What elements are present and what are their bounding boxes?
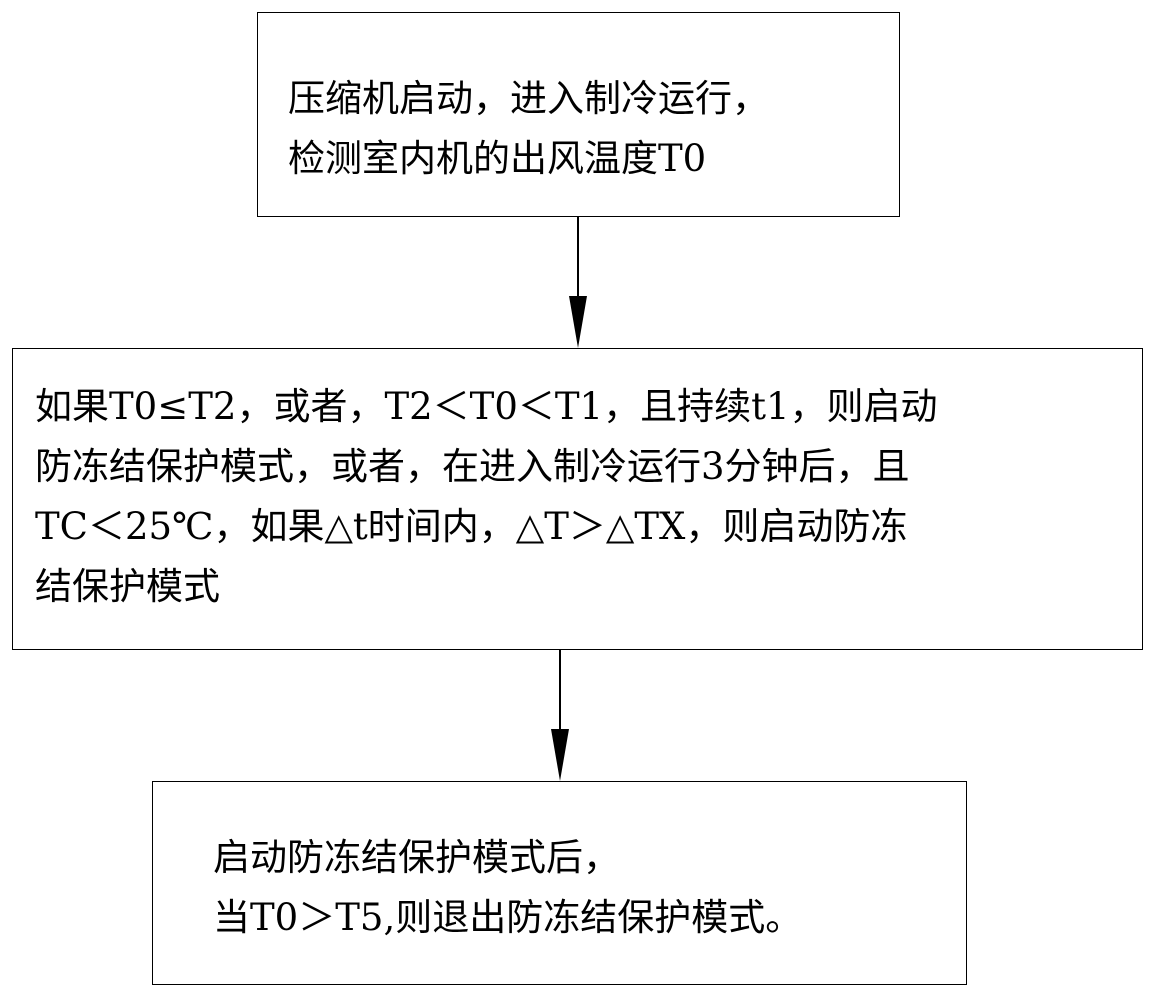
process-box-antifreeze-exit: 启动防冻结保护模式后， 当T0＞T5,则退出防冻结保护模式。 — [152, 781, 967, 985]
text-line: 当T0＞T5,则退出防冻结保护模式。 — [213, 896, 803, 939]
arrow-head — [551, 729, 569, 781]
process-text: 压缩机启动，进入制冷运行， 检测室内机的出风温度T0 — [288, 69, 769, 189]
arrow-step1-to-step2 — [569, 217, 587, 348]
text-line: TC＜25℃，如果△t时间内，△T＞△TX，则启动防冻 — [35, 505, 908, 548]
text-line: 压缩机启动，进入制冷运行， — [288, 77, 769, 120]
arrow-head — [569, 296, 587, 348]
text-line: 防冻结保护模式，或者，在进入制冷运行3分钟后，且 — [35, 445, 910, 488]
process-text: 启动防冻结保护模式后， 当T0＞T5,则退出防冻结保护模式。 — [213, 828, 802, 948]
process-box-compressor-start: 压缩机启动，进入制冷运行， 检测室内机的出风温度T0 — [257, 12, 900, 217]
text-line: 启动防冻结保护模式后， — [213, 836, 620, 879]
process-text: 如果T0≤T2，或者，T2＜T0＜T1，且持续t1，则启动 防冻结保护模式，或者… — [35, 377, 938, 617]
text-line: 检测室内机的出风温度T0 — [288, 137, 707, 180]
process-box-antifreeze-condition: 如果T0≤T2，或者，T2＜T0＜T1，且持续t1，则启动 防冻结保护模式，或者… — [12, 348, 1143, 650]
arrow-step2-to-step3 — [551, 650, 569, 781]
text-line: 如果T0≤T2，或者，T2＜T0＜T1，且持续t1，则启动 — [35, 385, 938, 428]
text-line: 结保护模式 — [35, 565, 220, 608]
